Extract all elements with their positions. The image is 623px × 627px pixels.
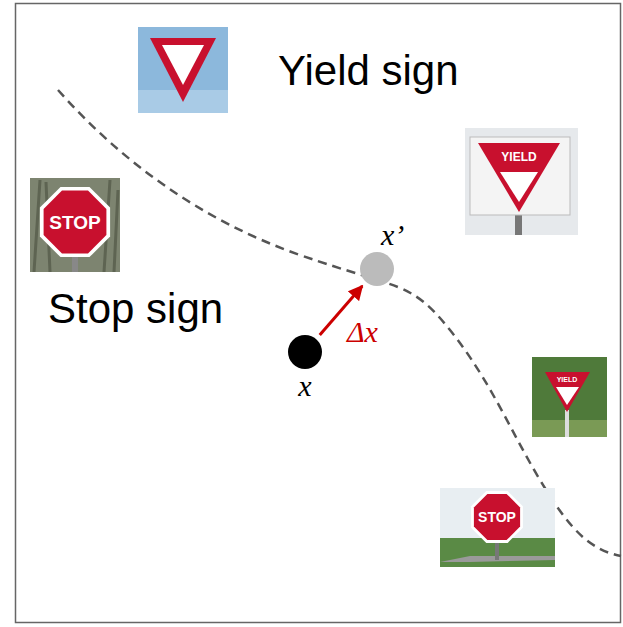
sign-text: YIELD [501, 151, 536, 163]
data-point: x’ [357, 218, 408, 286]
yield-sign-photo [138, 27, 228, 113]
sign-shape [162, 45, 204, 85]
sign-shape [471, 491, 523, 543]
point-dot [288, 335, 322, 369]
sign-shape [556, 387, 579, 405]
sign-pole [72, 255, 78, 272]
class-label: Yield sign [278, 50, 459, 92]
photo-background [532, 420, 607, 437]
sign-text: STOP [478, 510, 516, 524]
tree-trunks [34, 180, 118, 272]
sign-shape [150, 38, 216, 102]
photo-background [465, 128, 578, 235]
edge-label: Δx [347, 315, 378, 349]
point-marker [360, 252, 394, 286]
photo-background [30, 178, 120, 272]
sign-text: STOP [49, 213, 100, 232]
sign-board [470, 137, 570, 215]
yield-sign-photo [465, 128, 578, 235]
stop-sign-photo [440, 488, 555, 567]
sign-text: YIELD [557, 376, 578, 383]
point-dot [360, 252, 394, 286]
point-marker [288, 335, 322, 369]
point-label: x [298, 369, 311, 403]
sign-shape [40, 187, 110, 257]
photo-background [532, 357, 607, 437]
sign-shape [545, 372, 590, 412]
class-label: Stop sign [48, 288, 223, 330]
sign-shape [500, 172, 538, 202]
photo-background [138, 27, 228, 113]
sign-pole [515, 215, 522, 235]
sign-shape [478, 143, 560, 212]
yield-sign-photo [532, 357, 607, 437]
sign-pole [565, 410, 569, 437]
stop-sign-photo [30, 178, 120, 272]
data-point: x [285, 335, 325, 403]
frame [16, 4, 621, 623]
sign-shape [474, 494, 520, 540]
sign-pole [495, 540, 499, 560]
point-label: x’ [357, 218, 404, 252]
sign-shape [44, 191, 107, 254]
